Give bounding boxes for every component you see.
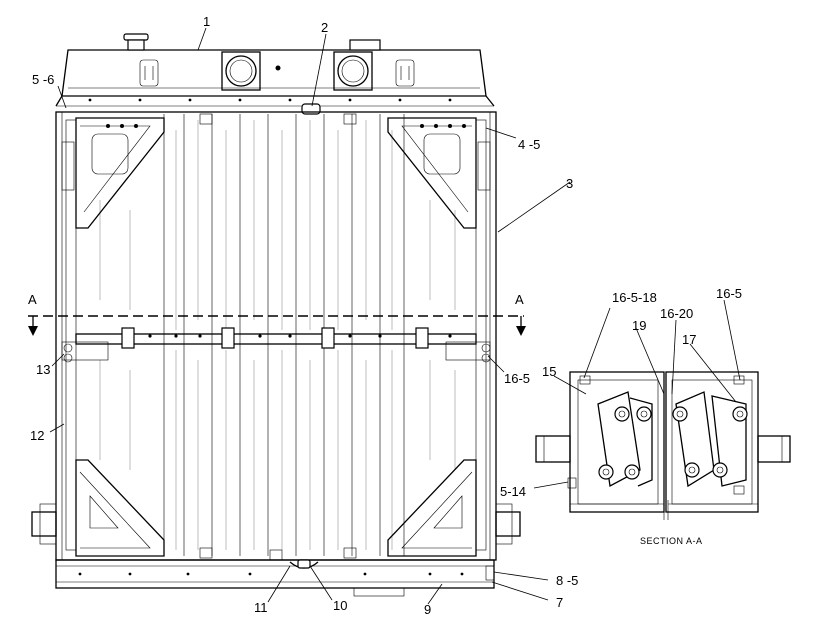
callout-5-14: 5-14 xyxy=(500,484,526,499)
upper-braces xyxy=(61,113,491,229)
side-mounts xyxy=(31,503,521,545)
callout-9: 9 xyxy=(424,602,431,617)
callout-16-5-18: 16-5-18 xyxy=(612,290,657,305)
callout-16-5-top: 16-5 xyxy=(716,286,742,301)
callout-17: 17 xyxy=(682,332,696,347)
radiator-front-view xyxy=(28,33,526,597)
callout-10: 10 xyxy=(333,598,347,613)
core-panels xyxy=(99,114,456,556)
callout-19: 19 xyxy=(632,318,646,333)
callout-15: 15 xyxy=(542,364,556,379)
center-crossbar xyxy=(61,327,491,363)
callout-12: 12 xyxy=(30,428,44,443)
callout-8-5: 8 -5 xyxy=(556,573,578,588)
callout-4-5: 4 -5 xyxy=(518,137,540,152)
callout-16-20: 16-20 xyxy=(660,306,693,321)
callout-1: 1 xyxy=(203,14,210,29)
lower-braces xyxy=(75,459,477,561)
callout-3: 3 xyxy=(566,176,573,191)
section-mark-a-right: A xyxy=(515,292,524,307)
top-tank xyxy=(55,33,495,115)
callout-13: 13 xyxy=(36,362,50,377)
section-title: SECTION A-A xyxy=(640,536,703,546)
section-cut-line xyxy=(28,315,526,336)
callout-7: 7 xyxy=(556,595,563,610)
section-mark-a-left: A xyxy=(28,292,37,307)
leader-lines xyxy=(49,27,741,605)
section-a-a-view xyxy=(535,371,791,520)
callout-2: 2 xyxy=(321,20,328,35)
callout-5-6: 5 -6 xyxy=(32,72,54,87)
callout-16-5-mid: 16-5 xyxy=(504,371,530,386)
bottom-tank xyxy=(55,559,495,597)
callout-11: 11 xyxy=(254,600,268,615)
callout-labels: 1 2 3 4 -5 5 -6 A A 13 16-5 12 11 10 9 7… xyxy=(28,14,742,617)
